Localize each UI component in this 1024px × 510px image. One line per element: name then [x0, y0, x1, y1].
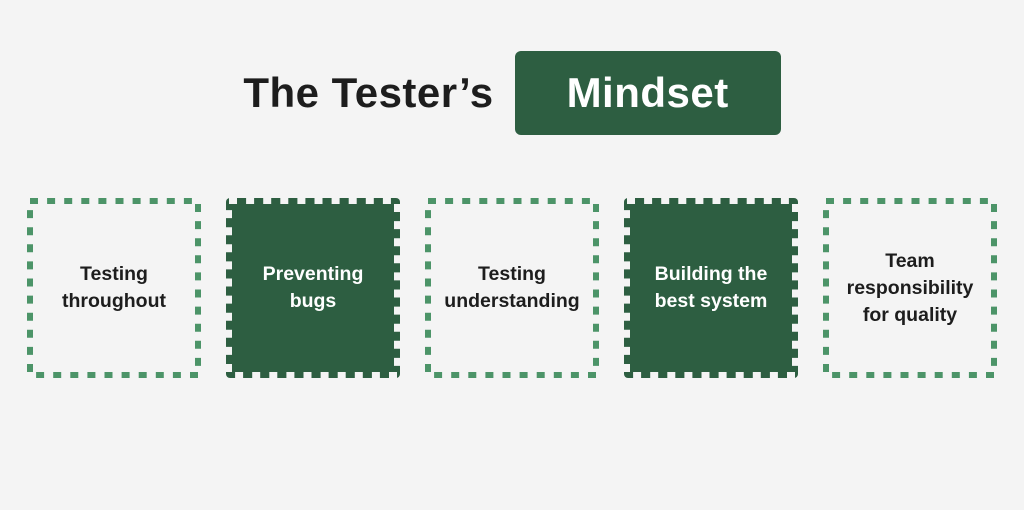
box-building-best-system: Building the best system — [624, 198, 798, 378]
title-highlight-badge: Mindset — [514, 51, 781, 135]
box-label: Team responsibility for quality — [846, 249, 974, 326]
box-team-responsibility: Team responsibility for quality — [823, 198, 997, 378]
mindset-boxes-row: Testing throughout Preventing bugs Testi… — [27, 198, 997, 378]
box-label: Testing understanding — [444, 263, 580, 312]
page-title: The Tester’s Mindset — [0, 51, 1024, 135]
box-testing-understanding: Testing understanding — [425, 198, 599, 378]
box-label: Building the best system — [654, 263, 768, 312]
solid-dashed-border-decoration — [624, 198, 798, 378]
title-prefix: The Tester’s — [243, 69, 494, 116]
box-label: Preventing bugs — [262, 263, 364, 312]
box-testing-throughout: Testing throughout — [27, 198, 201, 378]
box-label: Testing throughout — [62, 263, 166, 312]
box-preventing-bugs: Preventing bugs — [226, 198, 400, 378]
solid-dashed-border-decoration — [226, 198, 400, 378]
